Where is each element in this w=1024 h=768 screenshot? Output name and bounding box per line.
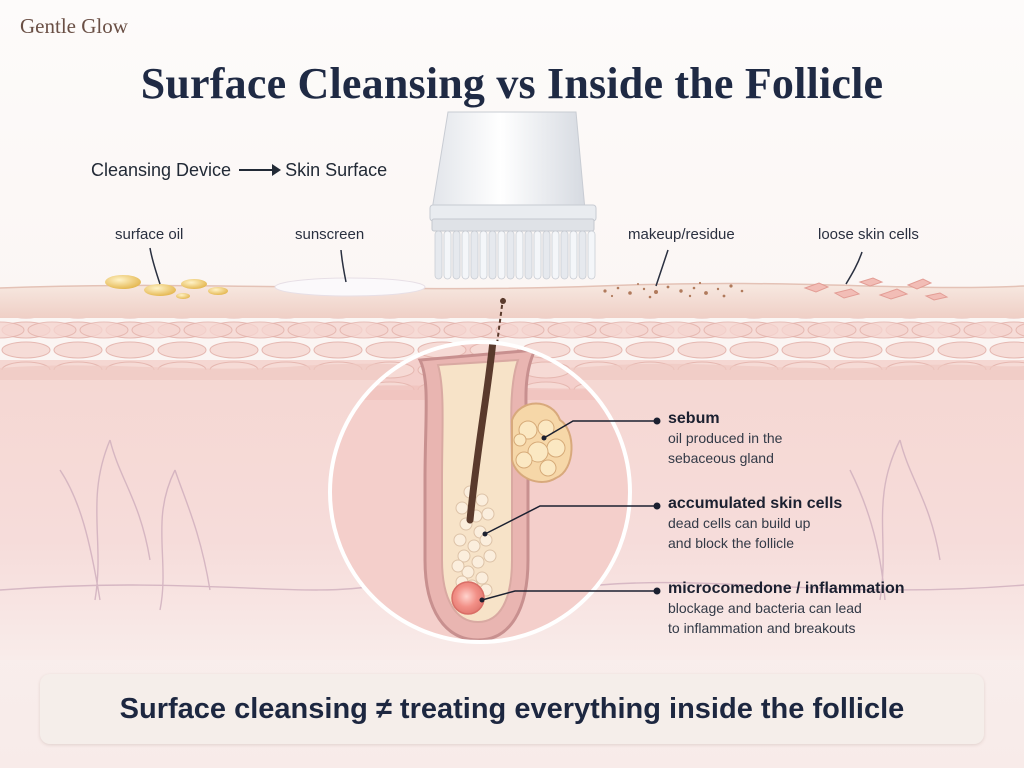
magnifier-ring — [328, 340, 632, 644]
flow-from-label: Cleansing Device — [91, 160, 232, 180]
callout-line: to inflammation and breakouts — [668, 620, 856, 636]
follicle-magnification — [330, 342, 630, 642]
summary-banner-text: Surface cleansing ≠ treating everything … — [119, 693, 905, 725]
blood-vessels — [0, 439, 1024, 611]
callout-line: blockage and bacteria can lead — [668, 600, 862, 616]
flow-to-label: Skin Surface — [285, 160, 388, 180]
callout-heading: sebum — [668, 410, 720, 427]
cleansing-device-illustration — [429, 111, 597, 280]
callout-leaders — [481, 420, 657, 601]
label-surface-oil: surface oil — [115, 226, 184, 243]
pointer-dashed-line — [496, 297, 504, 345]
callout-line: oil produced in the — [668, 430, 783, 446]
callout-heading: accumulated skin cells — [668, 495, 843, 512]
brand-logo-text: Gentle Glow — [20, 14, 128, 38]
label-sunscreen: sunscreen — [295, 226, 365, 243]
device-to-surface-flow: Cleansing Device Skin Surface — [91, 160, 387, 181]
loose-skin-cell-flakes — [803, 277, 949, 301]
callout-line: sebaceous gland — [668, 450, 774, 466]
label-makeup-residue: makeup/residue — [628, 226, 735, 243]
callout-heading: microcomedone / inflammation — [668, 580, 905, 597]
callout-sebum: sebum oil produced in the sebaceous glan… — [668, 410, 782, 468]
callout-line: and block the follicle — [668, 535, 795, 551]
makeup-residue — [603, 281, 744, 299]
sunscreen-film — [274, 277, 426, 297]
skin-surface — [0, 283, 1024, 318]
surface-oil-droplets — [105, 275, 228, 299]
label-loose-skin-cells: loose skin cells — [818, 226, 919, 243]
callout-accumulated-skin-cells: accumulated skin cells dead cells can bu… — [668, 495, 842, 553]
callout-microcomedone: microcomedone / inflammation blockage an… — [668, 580, 904, 638]
arrow-right-icon — [239, 164, 282, 177]
page-title: Surface Cleansing vs Inside the Follicle — [140, 59, 884, 108]
summary-banner: Surface cleansing ≠ treating everything … — [40, 674, 984, 744]
callout-line: dead cells can build up — [668, 515, 811, 531]
surface-pointers — [149, 247, 863, 287]
